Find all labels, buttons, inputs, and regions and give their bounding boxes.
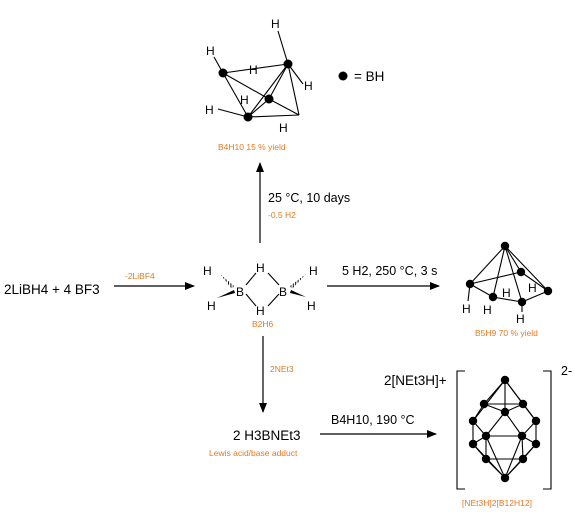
right-bracket [543,370,552,490]
b4h10-structure: H H H H H H H [205,17,313,135]
b-atom: B [279,285,287,299]
bh-vertex [468,416,478,426]
b5h9-structure: H H H H H [462,241,553,326]
bh-vertex [488,292,498,302]
b2h6-structure: B B H H H H H H [203,261,318,318]
h-atom: H [502,286,511,300]
final-conditions: B4H10, 190 °C [331,413,415,427]
bh-vertex [517,431,527,441]
h-atom: H [516,312,525,326]
bh-vertex [500,241,510,251]
top-conditions: 25 °C, 10 days [268,191,350,205]
bh-vertex [518,454,528,464]
h-atom: H [279,121,288,135]
bh-vertex [517,297,527,307]
byproduct-libf4: -2LiBF4 [125,271,155,281]
bh-vertex [218,68,228,78]
bh-vertex [264,94,274,104]
b2h6-label: B2H6 [252,319,274,329]
h-atom: H [462,302,471,316]
anion-charge: 2- [561,364,572,378]
b4h10-label: B4H10 15 % yield [218,142,286,152]
h-atom: H [271,17,280,31]
bh-vertex [283,59,293,69]
b12h12-label: [NEt3H]2[B12H12] [462,498,532,508]
bh-vertex [479,399,489,409]
cation: 2[NEt3H]+ [384,373,447,388]
h-atom: H [203,264,212,278]
bh-vertex [516,267,526,277]
bh-vertex [243,112,253,122]
h-atom: H [206,44,215,58]
down-reagent: 2NEt3 [270,364,294,374]
h-atom: H [207,299,216,313]
bh-vertex [500,407,510,417]
b-atom: B [236,285,244,299]
bh-vertex [481,454,491,464]
h-atom: H [309,264,318,278]
h-atom: H [528,281,537,295]
bh-vertex [500,473,510,483]
bh-vertex [531,439,541,449]
b5h9-label: B5H9 70 % yield [475,328,538,338]
h-atom: H [304,79,313,93]
bh-vertex [531,416,541,426]
bh-vertex [543,286,553,296]
h-atom: H [483,303,492,317]
top-byproduct: -0.5 H2 [268,210,296,220]
left-bracket [456,370,465,490]
h-atom: H [307,299,316,313]
reactants: 2LiBH4 + 4 BF3 [4,282,100,297]
h-atom: H [249,63,258,77]
h-atom: H [240,93,249,107]
h-atom: H [205,103,214,117]
bh-vertex [481,431,491,441]
bh-vertex [465,279,475,289]
h-bridge-atom: H [256,304,265,318]
bh-legend-dot [338,71,348,81]
b12h12-structure [468,375,541,483]
bh-vertex [518,399,528,409]
h-bridge-atom: H [256,261,265,275]
adduct-label: Lewis acid/base adduct [209,448,298,458]
adduct-formula: 2 H3BNEt3 [233,428,301,443]
legend-bh-label: = BH [354,69,384,84]
bh-vertex [468,439,478,449]
right-conditions: 5 H2, 250 °C, 3 s [342,264,437,278]
bh-vertex [500,375,510,385]
